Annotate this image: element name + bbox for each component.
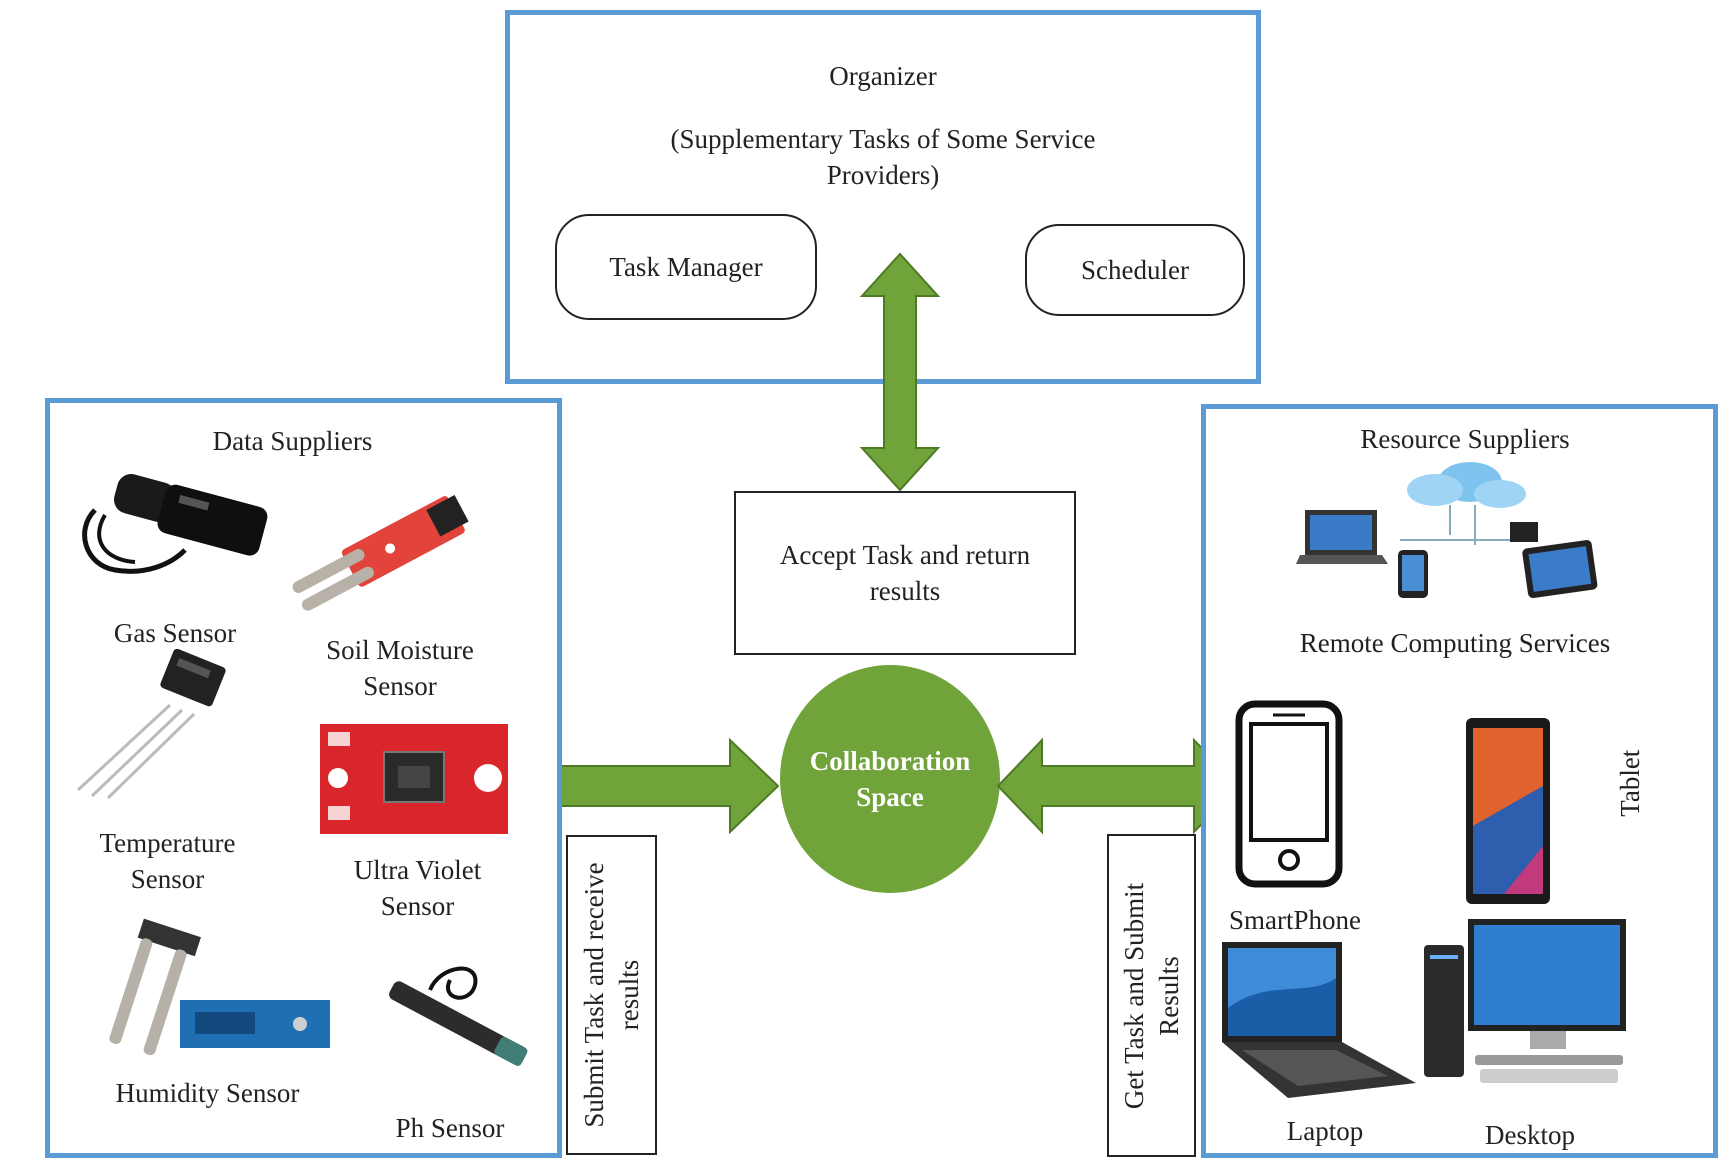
- task-manager-label: Task Manager: [609, 251, 763, 282]
- desktop-image: [1424, 919, 1626, 1083]
- scheduler-label: Scheduler: [1081, 254, 1189, 285]
- desktop-label: Desktop: [1485, 1120, 1575, 1150]
- organizer-subtitle-line1: (Supplementary Tasks of Some Service: [670, 124, 1096, 154]
- gas-sensor-image: [82, 474, 268, 574]
- temperature-line1: Temperature: [99, 828, 236, 858]
- temperature-sensor-image: [76, 648, 226, 800]
- collaboration-line2: Space: [856, 782, 924, 812]
- collaboration-line1: Collaboration: [809, 745, 971, 776]
- ph-sensor-image: [389, 966, 528, 1066]
- ultra-violet-line1: Ultra Violet: [353, 855, 482, 885]
- vertical-double-arrow: [859, 252, 941, 492]
- soil-moisture-sensor-label: Soil Moisture Sensor: [300, 632, 500, 705]
- soil-moisture-sensor-image: [292, 494, 469, 611]
- scheduler-box: Scheduler: [1025, 224, 1245, 316]
- resource-suppliers-title: Resource Suppliers: [1360, 424, 1570, 454]
- submit-task-line1: Submit Task and receive: [578, 862, 609, 1128]
- cloud-network-image: [1296, 462, 1598, 598]
- accept-task-line2: results: [869, 576, 941, 606]
- tablet-label: Tablet: [1612, 733, 1648, 833]
- accept-task-box: Accept Task and return results: [734, 491, 1076, 655]
- submit-task-text: Submit Task and receive results: [576, 862, 646, 1127]
- laptop-label: Laptop: [1286, 1116, 1364, 1146]
- humidity-sensor-image: [109, 918, 330, 1056]
- organizer-subtitle: (Supplementary Tasks of Some Service Pro…: [505, 121, 1261, 194]
- accept-task-line1: Accept Task and return: [779, 539, 1031, 570]
- laptop-image: [1222, 942, 1416, 1098]
- get-task-text: Get Task and Submit Results: [1116, 882, 1186, 1108]
- gas-sensor-label: Gas Sensor: [113, 618, 237, 648]
- ultra-violet-sensor-label: Ultra Violet Sensor: [330, 852, 505, 925]
- get-task-line2: Results: [1153, 955, 1184, 1036]
- ph-sensor-label: Ph Sensor: [395, 1113, 505, 1143]
- collaboration-space: Collaboration Space: [780, 665, 1000, 893]
- tablet-text: Tablet: [1614, 749, 1645, 817]
- temperature-sensor-label: Temperature Sensor: [80, 825, 255, 898]
- smartphone-label: SmartPhone: [1229, 905, 1361, 935]
- soil-moisture-line1: Soil Moisture: [326, 635, 474, 665]
- organizer-title: Organizer: [829, 61, 937, 91]
- humidity-sensor-label: Humidity Sensor: [115, 1078, 300, 1108]
- remote-computing-label: Remote Computing Services: [1299, 628, 1611, 658]
- submit-task-line2: results: [613, 959, 644, 1031]
- ultra-violet-line2: Sensor: [380, 891, 455, 922]
- temperature-line2: Sensor: [130, 864, 205, 895]
- task-manager-box: Task Manager: [555, 214, 817, 320]
- soil-moisture-line2: Sensor: [363, 671, 437, 702]
- submit-task-box: Submit Task and receive results: [566, 835, 657, 1155]
- data-suppliers-title: Data Suppliers: [212, 426, 373, 456]
- get-task-line1: Get Task and Submit: [1118, 882, 1149, 1109]
- smartphone-icon: [1235, 700, 1343, 888]
- tablet-image: [1466, 718, 1550, 904]
- organizer-subtitle-line2: Providers): [826, 160, 940, 191]
- get-task-box: Get Task and Submit Results: [1107, 834, 1196, 1157]
- ultra-violet-sensor-image: [320, 724, 508, 834]
